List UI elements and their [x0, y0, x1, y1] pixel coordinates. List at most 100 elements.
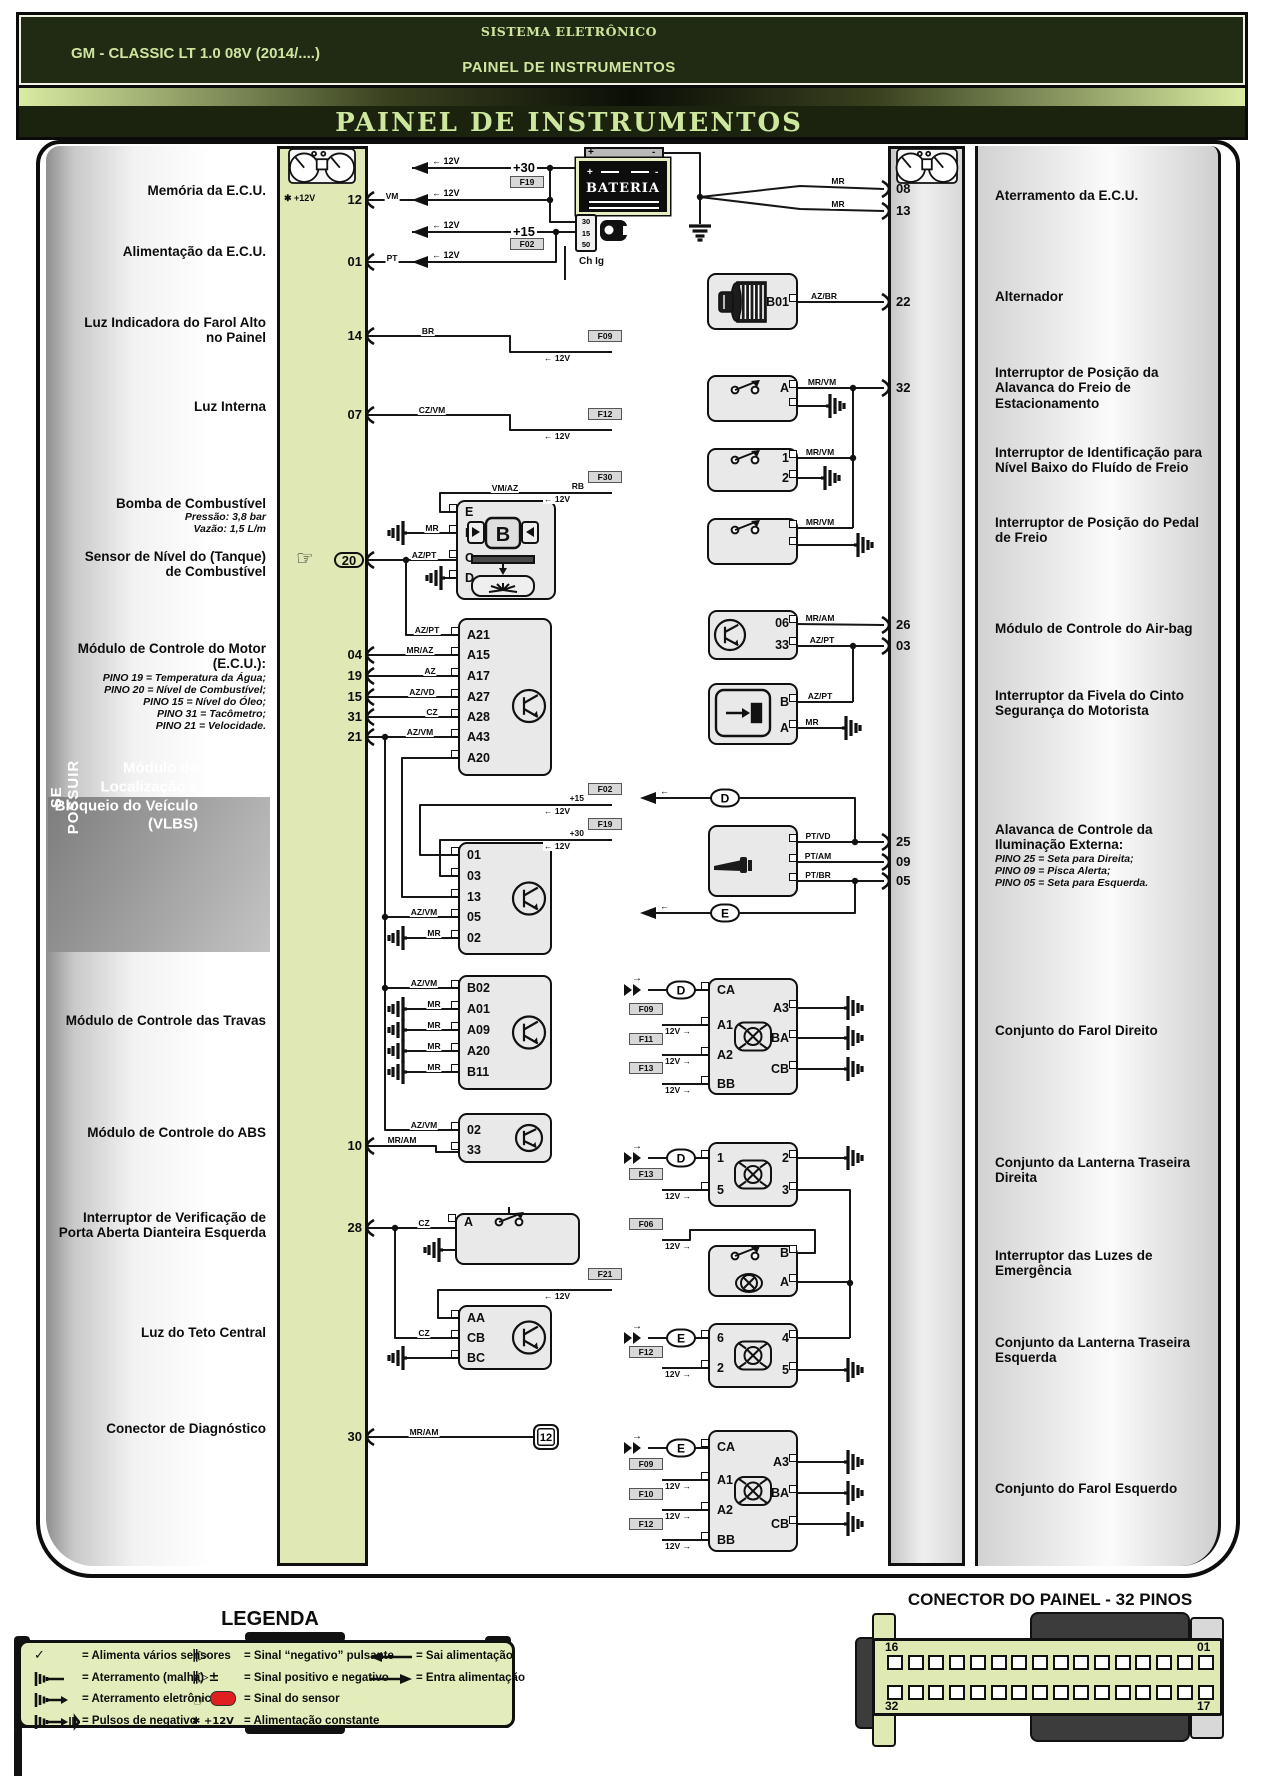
voltage-label: ← 12V: [543, 494, 583, 504]
wire-color-label: AZ/BR: [810, 291, 838, 301]
pin-square: [789, 398, 797, 406]
header-gradient-band: [16, 88, 1248, 106]
pin-12: 12: [347, 192, 362, 207]
connector-corner-label: 16: [885, 1640, 899, 1654]
pin-square: [789, 834, 797, 842]
pin-square: [451, 1350, 459, 1358]
pin-square: [789, 537, 797, 545]
pin-square: [451, 668, 459, 676]
voltage-label: 12V →: [664, 1369, 704, 1379]
pin-square: [451, 980, 459, 988]
fuse-id: F21: [588, 1268, 622, 1280]
legend-icon-star12: ✱ +12V: [192, 1716, 234, 1727]
fluido-freio-pin-label: 2: [782, 471, 789, 485]
wire-color-label: VM/AZ: [490, 483, 520, 493]
pin-22: 22: [896, 294, 911, 309]
connector-pin: [928, 1655, 945, 1670]
pin-square: [789, 720, 797, 728]
wire-color-label: AZ/VM: [409, 907, 439, 917]
fuse-F12: 10AF12: [629, 1346, 663, 1368]
airbag-pin-label: 33: [775, 638, 789, 652]
page-title: PAINEL DE INSTRUMENTOS: [335, 108, 803, 138]
farol-direito-pin-label: CA: [717, 983, 736, 997]
pin-square: [701, 1150, 709, 1158]
connector-pin: [1073, 1655, 1090, 1670]
fuse-id: F09: [588, 330, 622, 342]
connector-pin: [887, 1655, 903, 1670]
fuse-id: F09: [629, 1458, 663, 1470]
pin-08: 08: [896, 181, 911, 196]
connector-pin: [1011, 1655, 1028, 1670]
farol-esquerdo-pin-label: A2: [717, 1503, 733, 1517]
freio-estacionamento-pin-label: A: [779, 381, 789, 395]
pin-31: 31: [347, 709, 362, 724]
pin-square: [701, 1047, 709, 1055]
pin-square: [451, 709, 459, 717]
connector-pin: [1114, 1655, 1131, 1670]
connector-corner-label: 32: [885, 1699, 899, 1713]
ecu-pin-label: A20: [467, 751, 490, 765]
connector-pin: [1011, 1685, 1028, 1700]
legend-text: = Sinal “negativo” pulsante: [244, 1650, 394, 1662]
pin-square: [451, 627, 459, 635]
pin-26: 26: [896, 617, 911, 632]
pin-square: [701, 1360, 709, 1368]
fuel-pump-pin-label: C: [465, 551, 475, 565]
pin-square: [701, 1330, 709, 1338]
fuse-F19: 10AF19: [510, 176, 544, 198]
travas-pin-label: B11: [467, 1065, 490, 1079]
sensor-signal-red-icon: [210, 1691, 237, 1706]
wire-color-label: AZ/PT: [808, 635, 836, 645]
connector-pin: [1052, 1685, 1069, 1700]
wire-color-label: MR: [426, 928, 442, 938]
pin-03: 03: [896, 638, 911, 653]
battery-label: BATERIA: [586, 181, 660, 196]
ecu-pin-label: A17: [467, 669, 490, 683]
pin-square: [449, 550, 457, 558]
left-label: Memória da E.C.U.: [147, 183, 266, 198]
connector-pin: [907, 1685, 924, 1700]
wire-color-label: MR/VM: [804, 447, 836, 457]
fuse-F13: 10AF13: [629, 1168, 663, 1190]
connector-corner-label: 17: [1197, 1699, 1211, 1713]
legend-text: = Sai alimentação: [416, 1650, 513, 1662]
pin-square: [701, 1502, 709, 1510]
lanterna-esquerda-pin-label: 6: [717, 1331, 724, 1345]
left-label: Luz do Teto Central: [141, 1325, 266, 1340]
pin-square: [789, 520, 797, 528]
cinto-module: [708, 683, 798, 745]
voltage-label: 12V →: [664, 1026, 704, 1036]
legend-text: = Sinal positivo e negativo: [244, 1672, 389, 1684]
fuse-F09: 15AF09: [629, 1003, 663, 1025]
pin-square: [451, 689, 459, 697]
farol-esquerdo-pin-label: BA: [770, 1486, 789, 1500]
fuse-F02: 10AF02: [510, 238, 544, 260]
wire-color-label: MR: [426, 1020, 442, 1030]
pin-square: [451, 750, 459, 758]
pin-square: [451, 1064, 459, 1072]
connector-pin: [1156, 1655, 1173, 1670]
header-system-title: SISTEMA ELETRÔNICO: [480, 24, 658, 39]
pin-30: 30: [347, 1429, 362, 1444]
farol-direito-pin-label: BB: [717, 1077, 736, 1091]
connector-pin: [907, 1655, 924, 1670]
connector-pin: [1135, 1685, 1152, 1700]
lanterna-direita-module: [708, 1142, 798, 1207]
connector-oval-E: E: [710, 903, 740, 923]
wire-color-label: MR/AZ: [405, 645, 435, 655]
connector-pin: [1052, 1655, 1069, 1670]
pin-square: [789, 1182, 797, 1190]
cinto-pin-label: B: [779, 695, 789, 709]
pin-square: [451, 909, 459, 917]
door-switch-module: [455, 1213, 580, 1265]
pin-20: 20: [334, 552, 364, 568]
fuse-F10: 10AF10: [629, 1488, 663, 1510]
connector-oval-D: D: [710, 788, 740, 808]
